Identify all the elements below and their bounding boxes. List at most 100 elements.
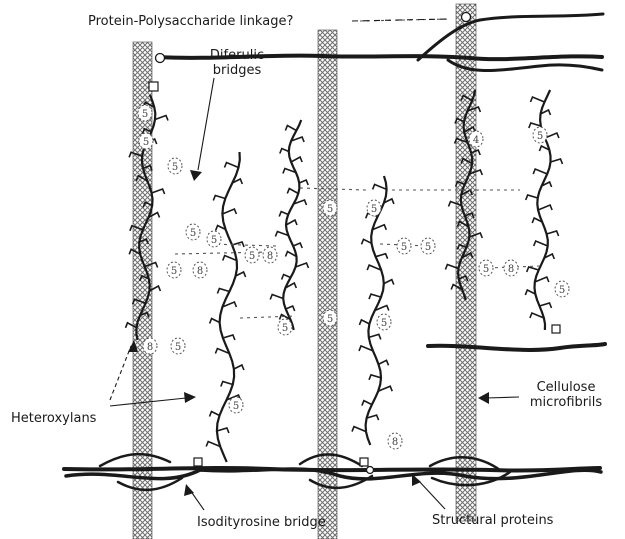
heteroxylan-branch — [213, 196, 225, 201]
protein-strand-bottom — [64, 468, 600, 471]
ferulic-marker-label: 5 — [381, 318, 387, 329]
heteroxylan-branch — [210, 412, 220, 417]
heteroxylan-chain — [283, 120, 301, 330]
heteroxylan-branch — [270, 295, 283, 300]
linkage-square — [149, 82, 158, 91]
ferulic-marker-label: 5 — [143, 137, 149, 148]
heteroxylan-branch — [369, 375, 381, 380]
ferulic-marker-label: 8 — [392, 437, 398, 448]
ferulic-marker-label: 5 — [483, 264, 489, 275]
ferulic-marker-label: 5 — [327, 204, 333, 215]
ferulic-marker-label: 5 — [175, 342, 181, 353]
cellulose-microfibrils — [133, 4, 476, 539]
leader-line-cellulose — [486, 397, 519, 398]
heteroxylan-branch — [287, 189, 298, 194]
label-cellulose-microfibrils: Cellulose microfibrils — [516, 380, 616, 410]
linkage-square — [360, 458, 368, 466]
linkage-circle — [462, 13, 471, 22]
arrowhead — [190, 170, 202, 181]
ferulic-marker-label: 5 — [211, 235, 217, 246]
arrowhead — [478, 392, 489, 404]
heteroxylan-chain — [535, 90, 551, 330]
heteroxylan-branch — [285, 126, 296, 131]
cellulose-microfibril — [318, 30, 337, 539]
ferulic-marker-label: 5 — [282, 323, 288, 334]
heteroxylan-branch — [362, 401, 372, 406]
leader-line-diferulic — [198, 78, 214, 170]
heteroxylan-branch — [221, 382, 233, 387]
ferulic-marker-label: 8 — [508, 264, 514, 275]
label-structural-proteins: Structural proteins — [432, 513, 553, 528]
ferulic-marker-label: 8 — [147, 342, 153, 353]
ferulic-marker-label: 5 — [401, 242, 407, 253]
ferulic-marker-label: 8 — [267, 251, 273, 262]
heteroxylan-branch — [526, 195, 538, 200]
heteroxylan-branch — [534, 241, 548, 246]
arrowheads — [128, 170, 489, 496]
heteroxylan-branch — [533, 169, 547, 174]
label-diferulic-line2: bridges — [196, 63, 278, 78]
heteroxylan-branch — [299, 180, 308, 185]
heteroxylan-branch — [225, 163, 239, 168]
leader-line-structural — [418, 480, 445, 509]
heteroxylan-branch — [155, 116, 168, 121]
linkage-squares — [149, 82, 560, 466]
ferulic-marker-label: 5 — [249, 251, 255, 262]
linkage-square — [194, 458, 202, 466]
leader-line-heteroxylans-a — [110, 346, 131, 400]
heteroxylan-branch — [531, 97, 545, 102]
label-isodityrosine-bridge: Isodityrosine bridge — [197, 515, 326, 530]
ferulic-marker-label: 5 — [327, 314, 333, 325]
dashed-bridge — [360, 19, 450, 21]
heteroxylan-branch — [210, 319, 220, 324]
heteroxylan-branch — [223, 335, 235, 340]
linkage-circle — [367, 467, 374, 474]
protein-strand-mid-right — [428, 344, 605, 350]
heteroxylan-branch — [538, 205, 552, 210]
heteroxylan-branch — [369, 294, 381, 299]
heteroxylan-branch — [359, 320, 369, 325]
heteroxylan-branch — [547, 231, 559, 236]
heteroxylan-branch — [234, 365, 244, 370]
ferulic-marker-label: 5 — [425, 242, 431, 253]
ferulic-marker-label: 5 — [190, 228, 196, 239]
heteroxylan-branch — [369, 334, 381, 339]
ferulic-marker-label: 5 — [142, 109, 148, 120]
heteroxylan-branch — [384, 280, 394, 285]
ferulic-marker-label: 4 — [473, 135, 479, 146]
heteroxylan-branch — [540, 303, 552, 308]
protein-strand-top-upper — [418, 14, 603, 60]
heteroxylan-branch — [551, 159, 563, 164]
ferulic-marker-label: 5 — [537, 131, 543, 142]
heteroxylan-branch — [379, 360, 389, 365]
label-diferulic-line1: Diferulic — [196, 48, 278, 63]
ferulic-marker-label: 5 — [559, 285, 565, 296]
label-protein-polysaccharide-linkage: Protein-Polysaccharide linkage? — [88, 14, 293, 29]
ferulic-marker-label: 8 — [197, 266, 203, 277]
leader-line-linkage — [352, 19, 448, 21]
heteroxylan-branch — [217, 428, 229, 433]
ferulic-marker-label: 5 — [233, 401, 239, 412]
label-cellulose-line1: Cellulose — [516, 380, 616, 395]
ferulic-marker-label: 5 — [172, 162, 178, 173]
heteroxylan-branch — [362, 239, 372, 244]
heteroxylan-branch — [376, 254, 388, 259]
heteroxylan-branch — [527, 267, 539, 272]
heteroxylan-branch — [352, 427, 366, 432]
label-cellulose-line2: microfibrils — [516, 395, 616, 410]
ferulic-marker-label: 5 — [171, 266, 177, 277]
arrowhead — [184, 392, 196, 403]
ferulic-marker-label: 5 — [371, 204, 377, 215]
heteroxylan-chains — [126, 90, 563, 462]
linkage-circle — [156, 54, 165, 63]
heteroxylan-branch — [152, 189, 165, 194]
linkage-square — [552, 325, 560, 333]
heteroxylan-branch — [291, 157, 302, 162]
heteroxylan-branch — [222, 209, 236, 214]
heteroxylan-branch — [223, 256, 237, 261]
label-heteroxylans: Heteroxylans — [11, 411, 96, 426]
heteroxylan-branch — [280, 149, 289, 154]
heteroxylan-branch — [373, 184, 387, 189]
heteroxylan-branch — [286, 220, 297, 225]
